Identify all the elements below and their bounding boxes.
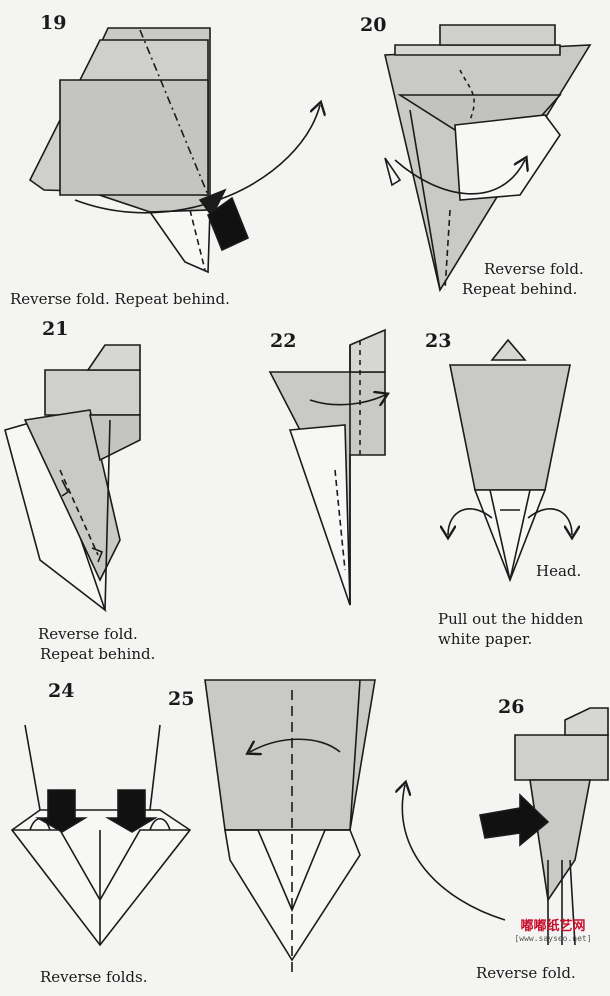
step-number-23: 23 bbox=[425, 330, 452, 352]
step-number-21: 21 bbox=[42, 318, 69, 340]
step-number-22: 22 bbox=[270, 330, 297, 352]
caption-step-23-line2: white paper. bbox=[438, 630, 533, 648]
watermark: 嘟嘟纸艺网 [www.sayseo.net] bbox=[500, 915, 606, 943]
diagram-step-20 bbox=[384, 24, 592, 293]
step-number-19: 19 bbox=[40, 12, 67, 34]
watermark-brand: 嘟嘟纸艺网 bbox=[520, 919, 586, 934]
caption-step-26: Reverse fold. bbox=[476, 964, 576, 982]
diagram-step-23 bbox=[448, 338, 572, 583]
diagram-step-22 bbox=[268, 328, 385, 606]
step-number-24: 24 bbox=[48, 680, 75, 702]
diagram-step-19 bbox=[28, 27, 320, 274]
caption-step-21-line1: Reverse fold. bbox=[38, 625, 138, 643]
caption-head: Head. bbox=[536, 562, 582, 580]
diagram-step-24 bbox=[10, 724, 192, 947]
diagram-step-21 bbox=[4, 344, 141, 613]
caption-step-20-line1: Reverse fold. bbox=[484, 260, 584, 278]
watermark-url: [www.sayseo.net] bbox=[514, 934, 592, 943]
step-number-20: 20 bbox=[360, 14, 387, 36]
diagram-step-26 bbox=[402, 707, 609, 946]
caption-step-23-line1: Pull out the hidden bbox=[438, 610, 584, 628]
caption-step-21-line2: Repeat behind. bbox=[40, 645, 156, 663]
step-number-25: 25 bbox=[168, 688, 195, 710]
caption-step-20-line2: Repeat behind. bbox=[462, 280, 578, 298]
caption-step-19: Reverse fold. Repeat behind. bbox=[10, 290, 230, 308]
step-number-26: 26 bbox=[498, 696, 525, 718]
diagram-step-25 bbox=[204, 679, 376, 975]
caption-step-24: Reverse folds. bbox=[40, 968, 148, 986]
